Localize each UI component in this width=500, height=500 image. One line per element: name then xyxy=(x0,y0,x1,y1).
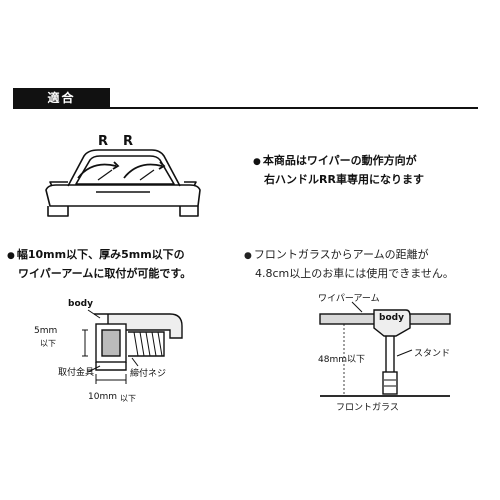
section-header: 適合 xyxy=(13,88,478,109)
note-glass-distance: ●フロントガラスからアームの距離が 4.8cm以上のお車には使用できません。 xyxy=(244,248,454,280)
height-limit-note: 以下 xyxy=(40,339,56,348)
bracket-label: 取付金具 xyxy=(58,368,95,378)
stand-diagram xyxy=(319,301,451,397)
stand-label: スタンド xyxy=(414,349,451,359)
bullet-icon: ● xyxy=(7,251,15,261)
width-limit-note: 以下 xyxy=(120,394,136,403)
width-limit-value: 10mm xyxy=(88,392,117,402)
height-limit-value: 5mm xyxy=(34,326,58,336)
bracket-diagram xyxy=(82,309,183,384)
bullet-icon: ● xyxy=(244,251,252,261)
note-wiper-direction: ●本商品はワイパーの動作方向が 右ハンドルRR車専用になります xyxy=(253,154,424,186)
car-letter-right: R xyxy=(123,134,134,149)
stand-body-label: body xyxy=(379,313,404,323)
bracket-body-label: body xyxy=(68,299,93,309)
wiper-arm-label: ワイパーアーム xyxy=(318,294,380,304)
wiper-sweep-left xyxy=(77,163,117,179)
note-arm-size: ●幅10mm以下、厚み5mm以下の ワイパーアームに取付が可能です。 xyxy=(7,248,192,280)
glass-label: フロントガラス xyxy=(336,403,399,413)
wiper-sweep-right xyxy=(123,163,163,179)
section-title: 適合 xyxy=(13,88,110,109)
bullet-icon: ● xyxy=(253,157,261,167)
header-rule xyxy=(13,107,478,109)
car-letter-left: R xyxy=(98,134,109,149)
screw-label: 締付ネジ xyxy=(130,369,167,379)
distance-limit-label: 48mm以下 xyxy=(318,355,365,365)
car-front-illustration xyxy=(45,149,201,217)
